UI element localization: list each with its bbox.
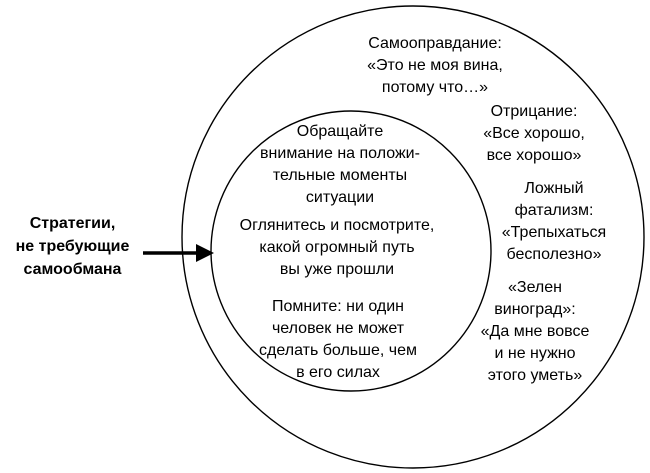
arrow-head-icon — [196, 244, 214, 262]
label-line: бесполезно» — [506, 246, 602, 263]
label-line: «Трепыхаться — [501, 224, 607, 241]
label-line: Обращайте — [296, 123, 384, 140]
label-line: Отрицание: — [490, 103, 578, 120]
left-label: Стратегии, не требующие самообмана — [0, 212, 145, 281]
label-look-back: Оглянитесь и посмотрите, какой огромный … — [212, 215, 462, 281]
label-line: все хорошо» — [486, 147, 582, 164]
label-line: в его силах — [296, 364, 380, 381]
label-line: фатализм: — [514, 202, 594, 219]
label-denial: Отрицание: «Все хорошо, все хорошо» — [444, 101, 624, 167]
label-line: какой огромный путь — [259, 239, 415, 256]
label-remember-limits: Помните: ни один человек не может сделат… — [220, 296, 456, 384]
label-line: внимание на положи- — [260, 145, 420, 162]
label-positive-moments: Обращайте внимание на положи- тельные мо… — [222, 121, 458, 209]
label-line: сделать больше, чем — [259, 342, 417, 359]
left-label-line: Стратегии, — [29, 215, 116, 232]
label-line: человек не может — [271, 320, 405, 337]
left-label-line: не требующие — [15, 238, 130, 255]
inner-circle — [210, 110, 492, 392]
label-line: Ложный — [524, 180, 584, 197]
label-line: Самооправдание: — [368, 35, 502, 52]
label-line: потому что…» — [381, 79, 489, 96]
label-line: «Это не моя вина, — [367, 57, 503, 74]
label-line: тельные моменты — [272, 167, 408, 184]
label-line: Оглянитесь и посмотрите, — [239, 217, 435, 234]
label-sour-grapes: «Зелен виноград»: «Да мне вовсе и не нуж… — [435, 277, 635, 387]
label-line: ситуации — [305, 189, 375, 206]
label-false-fatalism: Ложный фатализм: «Трепыхаться бесполезно… — [463, 178, 645, 266]
label-line: и не нужно — [494, 345, 576, 362]
label-line: этого уметь» — [487, 367, 583, 384]
label-self-justification: Самооправдание: «Это не моя вина, потому… — [315, 33, 555, 99]
outer-circle — [181, 5, 645, 469]
label-line: Помните: ни один — [272, 298, 404, 315]
label-line: виноград»: — [494, 301, 576, 318]
label-line: «Зелен — [508, 279, 562, 296]
label-line: «Да мне вовсе — [480, 323, 590, 340]
left-label-line: самообмана — [23, 261, 122, 278]
label-line: вы уже прошли — [279, 261, 395, 278]
label-line: «Все хорошо, — [483, 125, 585, 142]
